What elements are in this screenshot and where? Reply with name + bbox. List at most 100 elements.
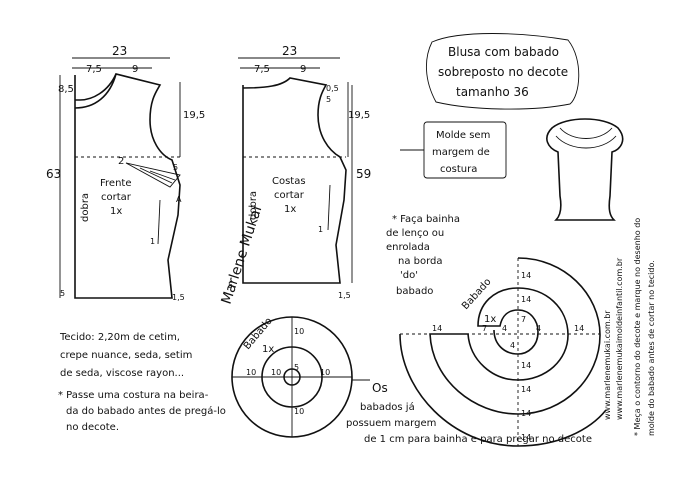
fabric-note-1: Tecido: 2,20m de cetim, [59,332,180,343]
front-neck-b: 9 [132,64,138,75]
front-width: 23 [112,44,127,58]
ruffle-right-r5: 14 [521,361,531,370]
back-width: 23 [282,44,297,58]
title-line-3: tamanho 36 [456,85,529,99]
front-neck-a: 7,5 [86,64,102,75]
note-line-3: costura [440,164,477,175]
hem-note-6: babado [396,286,433,297]
ruffle-note-2: babados já [360,401,415,413]
back-hem-left: 5 [228,281,233,290]
ruffle-right-label-2: 1x [484,314,496,325]
ruffle-right-h1: 14 [432,324,442,333]
title-line-1: Blusa com babado [448,45,559,59]
ruffle-left-label-2: 1x [262,344,274,355]
ruffle-left-center: 10 [271,368,281,377]
note-line-2: margem de [432,147,490,158]
front-grain-line [157,199,161,245]
ruffle-right-h4: 14 [574,324,584,333]
fabric-note-3: de seda, viscose rayon... [60,368,184,379]
front-shoulder-drop: 8,5 [58,84,74,95]
hem-note-2: de lenço ou [386,228,444,239]
note-line-1: Molde sem [436,130,490,141]
back-side-mark: 1 [318,225,323,234]
side-url-1: www.marlenemukai.com.br [603,310,612,420]
ruffle-right-r3: 7 [521,315,526,324]
back-neck-a: 7,5 [254,64,270,75]
front-dart-mark: 2 [118,156,124,167]
hem-note: * Faça bainha de lenço ou enrolada na bo… [386,214,460,297]
back-shoulder-small: 5 [326,95,331,104]
fabric-note-6: no decote. [66,422,119,433]
ruffle-left-top: 10 [294,327,304,336]
ruffle-left: Babado 1x 10 10 10 10 5 10 [231,316,353,438]
front-outline [74,73,181,299]
front-neckline [74,73,117,109]
ruffle-right-h2: 7 [482,324,487,333]
front-side-mark: 1 [150,237,155,246]
title-box: Blusa com babado sobreposto no decote ta… [425,33,580,110]
back-grain-line [327,184,331,231]
ruffle-note-4: de 1 cm para bainha e para pregar no dec… [364,434,592,445]
vertical-side-text: www.marlenemukai.com.br www.marlenemukai… [603,218,656,436]
ruffle-left-left: 10 [246,368,256,377]
back-fold: dobra [248,191,259,220]
front-mark-a: A [176,195,182,204]
blouse-illustration [546,118,624,221]
ruffle-right-r6: 14 [521,385,531,394]
ruffle-right-r2: 14 [521,295,531,304]
hem-note-4: na borda [398,256,443,267]
ruffle-right-label-1: Babado [460,276,494,312]
hem-note-1: * Faça bainha [392,214,460,225]
note-box: Molde sem margem de costura [400,121,507,179]
fabric-note-4: * Passe uma costura na beira- [58,390,209,401]
front-hem-right: 1,5 [172,293,185,302]
ruffle-right-r7: 14 [521,409,531,418]
ruffle-left-right: 10 [320,368,330,377]
ruffle-right-r1: 14 [521,271,531,280]
fabric-note-2: crepe nuance, seda, setim [60,350,192,361]
front-label-3: 1x [110,206,122,217]
front-pattern-piece: 23 7,5 9 63 8,5 19,5 2 5 A 1 Frente cort… [46,44,205,302]
ruffle-left-bottom: 10 [294,407,304,416]
side-note-2: molde do babado antes de cortar no tecid… [647,260,656,436]
title-line-2: sobreposto no decote [438,65,568,79]
ruffle-right-outer-arc [399,333,607,447]
front-fold: dobra [80,193,91,222]
back-neck-drop: 0,5 [326,84,339,93]
blouse-body [546,118,624,221]
back-total-length: 59 [356,167,371,181]
ruffle-right-r4: 4 [510,341,515,350]
back-neck-b: 9 [300,64,306,75]
back-armhole-depth: 19,5 [348,110,370,121]
fabric-note-5: da do babado antes de pregá-lo [66,405,226,417]
front-dart-hatch [139,167,176,184]
blouse-ruffle [555,127,617,149]
hem-note-3: enrolada [386,242,430,253]
ruffle-note-3: possuem margem [346,418,436,429]
front-label-2: cortar [101,192,132,203]
front-total-length: 63 [46,167,61,181]
front-hem-left: 5 [60,289,65,298]
ruffle-right-r8: 14 [521,433,531,442]
side-url-2: www.marlenemukaimoldeinfantil.com.br [615,257,624,420]
ruffle-right-spiral [429,257,601,415]
ruffle-left-inner-val: 5 [294,363,299,372]
back-hem-right: 1,5 [338,291,351,300]
back-label-2: cortar [274,190,305,201]
fabric-note: Tecido: 2,20m de cetim, crepe nuance, se… [58,332,226,433]
ruffle-note-1: Os [372,381,388,395]
front-label-1: Frente [100,178,131,189]
title-cloud [425,33,580,110]
back-label-1: Costas [272,176,306,187]
front-dart-b: 5 [173,163,178,172]
back-label-3: 1x [284,204,296,215]
hem-note-5: 'do' [400,270,418,281]
side-note-1: * Meça o contorno do decote e marque no … [633,218,642,436]
front-armhole-depth: 19,5 [183,110,205,121]
ruffle-right-h3: 4 [502,324,507,333]
back-pattern-piece: 23 7,5 9 19,5 59 0,5 5 Costas cortar 1x … [228,44,371,300]
ruffle-note: Os babados já possuem margem de 1 cm par… [346,379,592,445]
front-dart [125,162,181,188]
ruffle-right-h5: 4 [536,324,541,333]
